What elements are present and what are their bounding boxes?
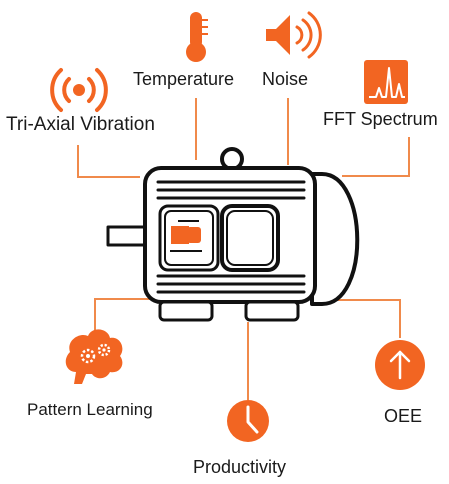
temperature-label: Temperature xyxy=(133,69,235,89)
spectrum-chart-icon xyxy=(364,60,408,104)
fft-label: FFT Spectrum xyxy=(323,109,438,129)
productivity-label: Productivity xyxy=(193,457,287,477)
pattern-learning-label: Pattern Learning xyxy=(27,400,153,419)
oee-label: OEE xyxy=(384,406,423,426)
connector-lines xyxy=(77,98,410,400)
clock-icon xyxy=(227,400,269,442)
sensor-device-icon xyxy=(170,220,202,252)
noise-label: Noise xyxy=(262,69,309,89)
thermometer-icon xyxy=(186,12,208,62)
up-arrow-icon xyxy=(375,340,425,390)
connector-vibration xyxy=(77,145,140,178)
speaker-icon xyxy=(266,11,322,59)
brain-gears-icon xyxy=(65,329,123,384)
connector-pattern xyxy=(94,298,150,335)
connector-oee xyxy=(330,299,401,338)
vibration-label: Tri-Axial Vibration xyxy=(6,114,155,135)
vibration-signal-icon xyxy=(50,68,108,112)
electric-motor-icon xyxy=(106,147,360,322)
connector-fft xyxy=(342,137,410,177)
